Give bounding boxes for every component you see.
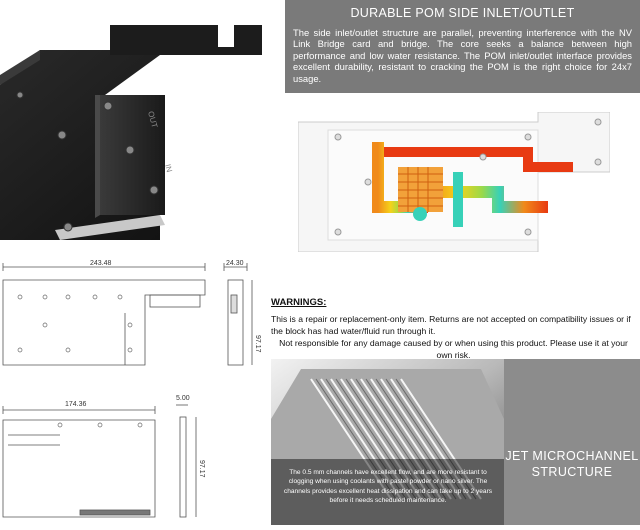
microchannel-photo	[271, 359, 504, 525]
dim-bottom-width: 174.36	[65, 401, 87, 408]
product-photo: OUT IN	[0, 0, 285, 255]
svg-text:IN: IN	[163, 163, 174, 173]
dim-top-width: 243.48	[90, 260, 112, 267]
microchannel-caption: The 0.5 mm channels have excellent flow,…	[283, 469, 493, 505]
technical-drawings: 243.48 24.30 97.17 174.36 5.00 97.17	[0, 255, 268, 525]
jet-microchannel-box: JET MICROCHANNEL STRUCTURE	[504, 359, 640, 525]
dim-side-width: 24.30	[226, 260, 244, 267]
svg-text:OUT: OUT	[146, 110, 159, 129]
warning-liability: Not responsible for any damage caused by…	[279, 338, 628, 360]
warnings-section: WARNINGS: This is a repair or replacemen…	[271, 297, 636, 361]
dim-bottom-side-width: 5.00	[176, 395, 190, 402]
dim-top-height: 97.17	[254, 335, 261, 353]
warning-returns: This is a repair or replacement-only ite…	[271, 314, 631, 336]
pom-section: DURABLE POM SIDE INLET/OUTLET The side i…	[285, 0, 640, 93]
flow-heatmap-image	[297, 111, 611, 253]
jet-microchannel-title: JET MICROCHANNEL STRUCTURE	[505, 449, 639, 479]
warnings-title: WARNINGS:	[271, 297, 327, 308]
dim-bottom-height: 97.17	[198, 460, 205, 478]
pom-section-body: The side inlet/outlet structure are para…	[293, 27, 632, 84]
pom-section-title: DURABLE POM SIDE INLET/OUTLET	[350, 6, 575, 20]
